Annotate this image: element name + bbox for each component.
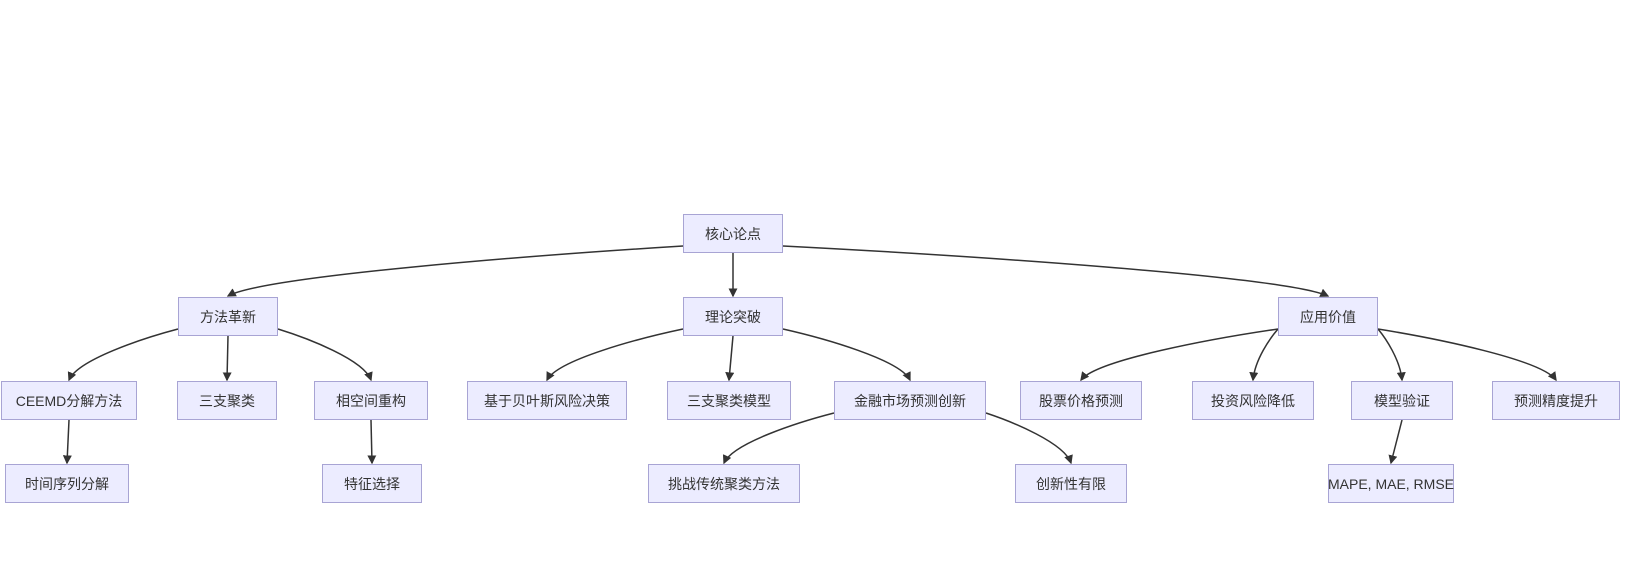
- node-threeway-model: 三支聚类模型: [667, 381, 791, 420]
- node-finance: 金融市场预测创新: [834, 381, 986, 420]
- edge-ceemd-tsd: [62, 419, 72, 465]
- edge-phase-feature: [367, 419, 377, 465]
- node-validation: 模型验证: [1351, 381, 1453, 420]
- node-label: 方法革新: [200, 308, 256, 325]
- edge-root-method: [226, 245, 684, 297]
- node-label: 相空间重构: [336, 392, 406, 409]
- node-label: 三支聚类: [199, 392, 255, 409]
- node-label: 投资风险降低: [1211, 392, 1295, 409]
- edge-method-threeway: [222, 335, 232, 382]
- node-label: 模型验证: [1374, 392, 1430, 409]
- node-label: 挑战传统聚类方法: [668, 475, 780, 492]
- node-tsd: 时间序列分解: [5, 464, 129, 503]
- node-method: 方法革新: [178, 297, 278, 336]
- node-label: 股票价格预测: [1039, 392, 1123, 409]
- node-risk: 投资风险降低: [1192, 381, 1314, 420]
- node-label: 基于贝叶斯风险决策: [484, 392, 610, 409]
- node-label: 预测精度提升: [1514, 392, 1598, 409]
- edge-theory-threeway-model: [725, 335, 735, 382]
- node-label: 创新性有限: [1036, 475, 1106, 492]
- edge-root-application: [782, 245, 1330, 297]
- node-label: 金融市场预测创新: [854, 392, 966, 409]
- edge-validation-metrics: [1388, 419, 1403, 465]
- edge-theory-bayes: [546, 328, 684, 382]
- node-bayes: 基于贝叶斯风险决策: [467, 381, 627, 420]
- node-root: 核心论点: [683, 214, 783, 253]
- node-accuracy: 预测精度提升: [1492, 381, 1620, 420]
- edge-method-ceemd: [67, 328, 179, 382]
- node-label: 核心论点: [705, 225, 761, 242]
- edge-application-risk: [1249, 328, 1279, 382]
- node-label: 特征选择: [344, 475, 400, 492]
- node-label: 时间序列分解: [25, 475, 109, 492]
- node-label: 三支聚类模型: [687, 392, 771, 409]
- edge-application-validation: [1377, 328, 1406, 382]
- edge-theory-finance: [782, 328, 911, 382]
- node-threeway: 三支聚类: [177, 381, 277, 420]
- node-metrics: MAPE, MAE, RMSE: [1328, 464, 1454, 503]
- node-theory: 理论突破: [683, 297, 783, 336]
- node-label: CEEMD分解方法: [15, 392, 123, 409]
- node-challenge: 挑战传统聚类方法: [648, 464, 800, 503]
- node-feature: 特征选择: [322, 464, 422, 503]
- edge-finance-challenge: [722, 412, 835, 465]
- edge-application-stock: [1080, 328, 1279, 382]
- node-label: MAPE, MAE, RMSE: [1327, 475, 1455, 492]
- edge-finance-limited: [985, 412, 1073, 465]
- node-stock: 股票价格预测: [1020, 381, 1142, 420]
- node-label: 应用价值: [1300, 308, 1356, 325]
- node-application: 应用价值: [1278, 297, 1378, 336]
- edge-application-accuracy: [1377, 328, 1557, 382]
- node-phase: 相空间重构: [314, 381, 428, 420]
- node-label: 理论突破: [705, 308, 761, 325]
- edge-method-phase: [277, 328, 373, 382]
- node-ceemd: CEEMD分解方法: [1, 381, 137, 420]
- node-limited: 创新性有限: [1015, 464, 1127, 503]
